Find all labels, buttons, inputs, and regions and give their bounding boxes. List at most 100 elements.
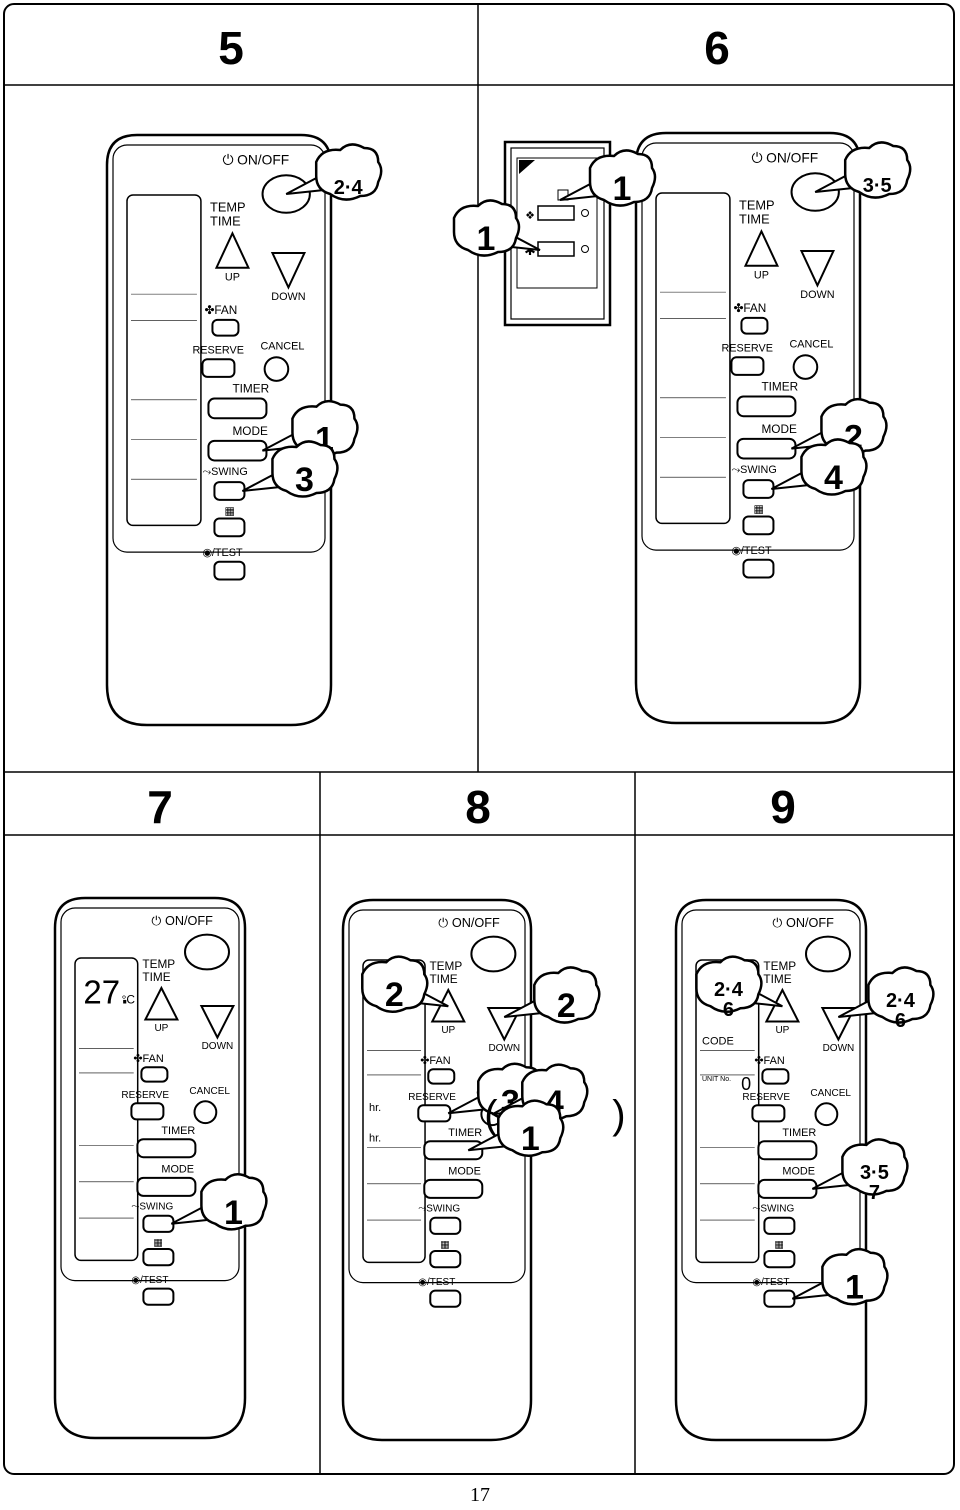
mode-button[interactable]: [423, 1178, 484, 1199]
mode-button[interactable]: [757, 1178, 818, 1199]
extra-button[interactable]: [142, 1248, 175, 1267]
test-button[interactable]: [429, 1289, 462, 1308]
time-label: TIME: [739, 211, 770, 226]
test-button[interactable]: [213, 560, 246, 581]
test-button[interactable]: [142, 1287, 175, 1306]
swing-button[interactable]: [742, 479, 775, 499]
test-button[interactable]: [742, 558, 775, 579]
callout-label: 4: [824, 459, 843, 497]
cancel-label: CANCEL: [189, 1086, 230, 1097]
callout-hand-swing: 3: [241, 440, 339, 499]
on-off-label: ⏻ ON/OFF: [222, 153, 289, 168]
cancel-button[interactable]: [193, 1100, 218, 1125]
on-off-label: ⏻ ON/OFF: [438, 916, 500, 930]
cancel-button[interactable]: [814, 1102, 839, 1127]
mode-label: MODE: [161, 1164, 194, 1176]
mode-label: MODE: [448, 1166, 481, 1178]
up-label: UP: [225, 272, 240, 284]
down-button[interactable]: [799, 250, 836, 288]
timer-button[interactable]: [207, 397, 268, 420]
mode-button[interactable]: [136, 1176, 197, 1197]
callout-label: 2: [557, 987, 576, 1025]
up-button[interactable]: [743, 228, 780, 267]
extra-button[interactable]: [213, 517, 246, 538]
test-label: ◉/TEST: [418, 1277, 455, 1288]
timer-label: TIMER: [448, 1127, 482, 1139]
extra-button[interactable]: [763, 1250, 796, 1269]
callout-hand-up: 2·46: [695, 955, 783, 1021]
temp-label: TEMP: [763, 959, 796, 973]
extra-button[interactable]: [429, 1250, 462, 1269]
up-button[interactable]: [214, 230, 251, 269]
callout-label-2: 6: [895, 1010, 906, 1032]
timer-button[interactable]: [423, 1140, 484, 1161]
lcd-display: [655, 192, 731, 525]
up-button[interactable]: [143, 985, 180, 1021]
up-label: UP: [154, 1023, 168, 1034]
panel-title-8: 8: [465, 781, 491, 833]
swing-button[interactable]: [142, 1214, 175, 1233]
switch-callout-top: 1: [559, 149, 657, 208]
mode-button[interactable]: [207, 439, 268, 462]
swing-label: ⤳SWING: [752, 1203, 794, 1214]
down-label: DOWN: [202, 1041, 234, 1052]
down-button[interactable]: [270, 252, 307, 290]
paren-close: ): [612, 1093, 625, 1137]
mode-label: MODE: [782, 1166, 815, 1178]
fan-button[interactable]: [740, 316, 769, 335]
timer-button[interactable]: [136, 1138, 197, 1159]
fan-button[interactable]: [761, 1068, 790, 1085]
cancel-label: CANCEL: [260, 340, 304, 352]
reserve-button[interactable]: [417, 1104, 452, 1123]
temp-label: TEMP: [429, 959, 462, 973]
test-label: ◉/TEST: [752, 1277, 789, 1288]
display-hr-2: hr.: [369, 1132, 381, 1144]
on-off-button[interactable]: [470, 935, 517, 973]
cancel-button[interactable]: [263, 356, 290, 382]
reserve-label: RESERVE: [192, 344, 244, 356]
display-unit: °C: [122, 992, 136, 1006]
fan-label: ✤FAN: [754, 1055, 784, 1067]
extra-button[interactable]: [742, 515, 775, 536]
down-label: DOWN: [823, 1043, 855, 1054]
timer-button[interactable]: [736, 395, 797, 418]
on-off-button[interactable]: [805, 935, 851, 973]
test-button[interactable]: [763, 1289, 796, 1308]
fan-label: ✤FAN: [733, 301, 766, 315]
grid-icon: ▦: [774, 1239, 783, 1250]
swing-button[interactable]: [763, 1216, 796, 1235]
display-temperature: 27.: [83, 973, 129, 1010]
callout-hand-down: 2: [503, 966, 601, 1025]
callout-label-2: 6: [723, 999, 734, 1021]
reserve-button[interactable]: [201, 358, 236, 378]
fan-label: ✤FAN: [133, 1053, 163, 1065]
fan-button[interactable]: [427, 1068, 456, 1085]
swing-button[interactable]: [429, 1216, 462, 1235]
swing-button[interactable]: [213, 481, 246, 501]
fan-button[interactable]: [211, 318, 240, 337]
callout-hand-swing: 4: [770, 438, 868, 497]
callout-label: 1: [224, 1194, 243, 1232]
mode-button[interactable]: [736, 437, 797, 460]
display-code-label: CODE: [702, 1036, 734, 1048]
reserve-button[interactable]: [751, 1104, 786, 1123]
down-label: DOWN: [271, 291, 305, 303]
callout-hand-down: 2·46: [837, 966, 935, 1032]
cancel-button[interactable]: [792, 354, 819, 380]
down-button[interactable]: [199, 1005, 236, 1040]
reserve-button[interactable]: [130, 1102, 165, 1121]
callouts-6: 3·524: [770, 141, 912, 497]
temp-label: TEMP: [739, 198, 775, 213]
reserve-button[interactable]: [730, 356, 765, 376]
callout-label: 3·5: [863, 175, 892, 197]
timer-button[interactable]: [757, 1140, 818, 1161]
callout-label: 3: [295, 461, 314, 499]
svg-text:✱: ✱: [524, 243, 536, 259]
callout-hand-onoff: 2·4: [285, 143, 383, 201]
callout-label: 2: [385, 976, 404, 1014]
fan-button[interactable]: [140, 1066, 169, 1083]
on-off-button[interactable]: [184, 933, 230, 971]
